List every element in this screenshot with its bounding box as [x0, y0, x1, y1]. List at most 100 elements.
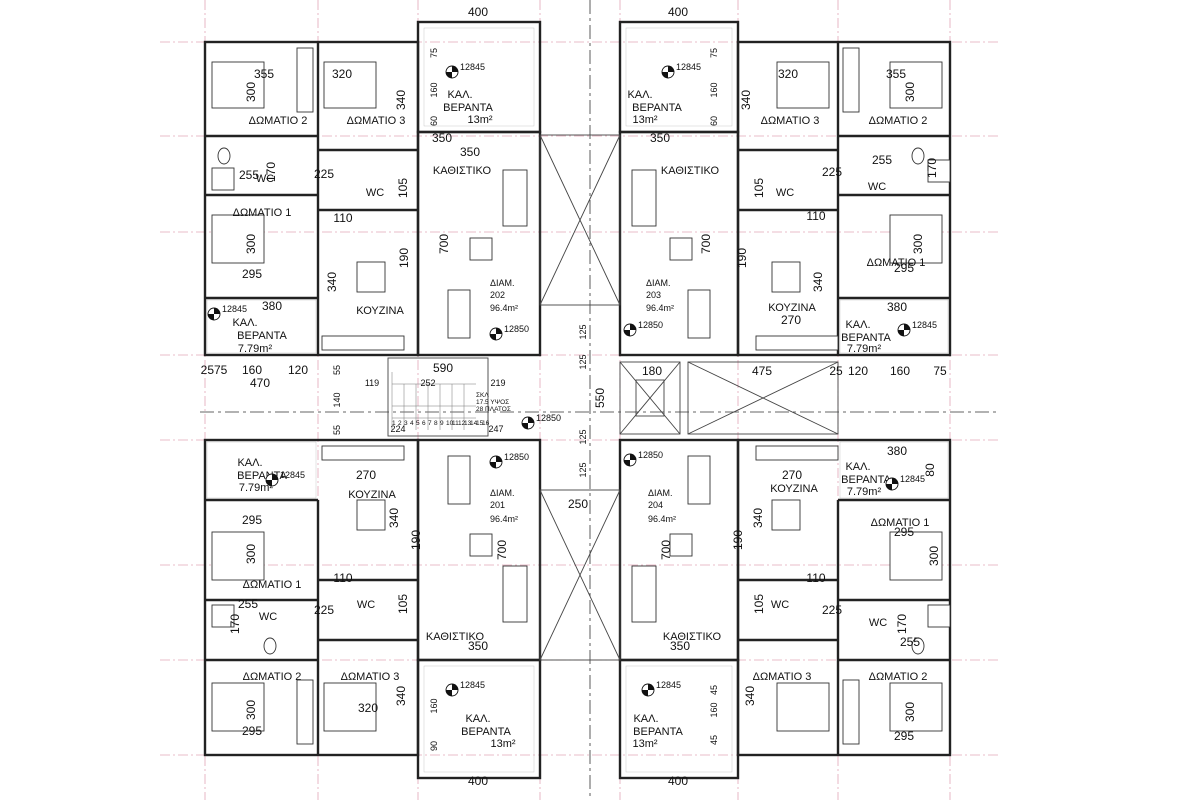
dimension-label: 219: [490, 378, 505, 388]
dimension-label: 295: [242, 724, 262, 738]
level-marker-icon: [521, 416, 535, 430]
dimension-label: 120: [848, 364, 868, 378]
dimension-label: 340: [394, 686, 408, 706]
dimension-label: 300: [244, 700, 258, 720]
dimension-label: 300: [927, 546, 941, 566]
room-label: 13m²: [490, 738, 515, 750]
stair-tread-number: 5: [416, 420, 420, 427]
dimension-label: 110: [806, 571, 825, 585]
stair-tread-number: 6: [422, 420, 426, 427]
level-marker-icon: [623, 323, 637, 337]
level-value: 12850: [638, 450, 663, 460]
unit-area: 96.4m²: [490, 303, 518, 313]
dimension-label: 300: [903, 702, 917, 722]
bed-icon: [889, 531, 943, 581]
stair-tread-number: 15: [476, 420, 484, 427]
unit-area: 96.4m²: [648, 514, 676, 524]
stair-tread-number: 11: [452, 420, 459, 427]
bed-icon: [776, 682, 830, 732]
dimension-label: 350: [432, 131, 452, 145]
level-value: 12845: [222, 304, 247, 314]
room-label: WC: [256, 173, 274, 185]
bed-icon: [323, 61, 377, 109]
dimension-label: 255: [238, 597, 258, 611]
bed-icon: [211, 531, 265, 581]
dimension-label: 160: [429, 698, 439, 713]
dimension-label: 350: [468, 639, 488, 653]
dimension-label: 295: [242, 267, 262, 281]
dimension-label: 475: [752, 364, 772, 378]
bed-icon: [211, 214, 265, 264]
dimension-label: 125: [578, 354, 588, 369]
level-value: 12845: [280, 470, 305, 480]
dimension-label: 247: [488, 424, 503, 434]
bed-icon: [211, 61, 265, 109]
furniture: [211, 47, 951, 745]
dimension-label: 700: [495, 540, 509, 560]
room-label: ΒΕΡΑΝΤΑ: [443, 102, 493, 114]
room-label: 7.79m²: [239, 482, 274, 494]
room-label: ΔΩΜΑΤΙΟ 1: [871, 517, 930, 529]
dimension-label: 400: [468, 5, 488, 19]
dimension-label: 252: [420, 378, 435, 388]
stair-label: 17.5 ΥΨΟΣ: [476, 399, 509, 406]
room-label: 13m²: [632, 114, 657, 126]
walls: [203, 20, 952, 780]
room-label: ΔΩΜΑΤΙΟ 2: [869, 671, 928, 683]
level-marker-icon: [897, 323, 911, 337]
bed-icon: [776, 61, 830, 109]
room-label: ΚΟΥΖΙΝΑ: [770, 483, 818, 495]
dimension-label: 110: [806, 209, 825, 223]
dimension-label: 45: [709, 735, 719, 745]
dimension-label: 170: [264, 162, 278, 182]
unit-area: 96.4m²: [490, 514, 518, 524]
dimension-label: 340: [394, 90, 408, 110]
unit-label: ΔΙΑΜ.: [490, 488, 515, 498]
dimension-label: 190: [731, 530, 745, 550]
dimension-label: 270: [356, 468, 376, 482]
dimension-label: 170: [925, 158, 939, 178]
room-label: ΔΩΜΑΤΙΟ 3: [341, 671, 400, 683]
dimension-label: 300: [244, 234, 258, 254]
dimension-label: 224: [390, 424, 405, 434]
dimension-label: 380: [262, 299, 282, 313]
dimension-label: 590: [433, 361, 453, 375]
dimension-label: 400: [668, 5, 688, 19]
stair-tread-number: 1: [392, 420, 396, 427]
dimension-label: 350: [460, 145, 480, 159]
level-marker-icon: [623, 453, 637, 467]
dimension-label: 295: [894, 525, 914, 539]
room-label: ΒΕΡΑΝΤΑ: [841, 332, 891, 344]
dimension-label: 160: [709, 82, 719, 97]
unit-number: 201: [490, 500, 505, 510]
unit-label: ΔΙΑΜ.: [646, 278, 671, 288]
dimension-label: 60: [709, 116, 719, 126]
level-value: 12850: [504, 452, 529, 462]
dimension-label: 340: [739, 90, 753, 110]
dimension-label: 320: [332, 67, 352, 81]
dimension-label: 120: [288, 363, 308, 377]
dimension-label: 60: [429, 116, 439, 126]
dimension-label: 320: [358, 701, 378, 715]
room-label: ΒΕΡΑΝΤΑ: [461, 726, 511, 738]
dimension-label: 700: [437, 234, 451, 254]
dimension-label: 160: [890, 364, 910, 378]
room-label: ΚΑΘΙΣΤΙΚΟ: [661, 165, 720, 177]
room-label: ΚΑΛ.: [627, 89, 652, 101]
room-label: ΔΩΜΑΤΙΟ 2: [243, 671, 302, 683]
dimension-label: 340: [811, 272, 825, 292]
level-marker-icon: [661, 65, 675, 79]
dimension-label: 295: [894, 729, 914, 743]
dimension-label: 255: [239, 168, 259, 182]
dimension-label: 190: [397, 248, 411, 268]
level-marker-icon: [885, 477, 899, 491]
unit-number: 202: [490, 290, 505, 300]
bed-icon: [889, 61, 943, 109]
stair-tread-number: 10: [446, 420, 454, 427]
stair-tread-number: 16: [482, 420, 490, 427]
dimension-label: 55: [332, 365, 342, 375]
room-label: ΚΑΘΙΣΤΙΚΟ: [426, 631, 485, 643]
room-label: WC: [771, 599, 789, 611]
room-label: 13m²: [467, 114, 492, 126]
room-label: ΚΑΘΙΣΤΙΚΟ: [663, 631, 722, 643]
